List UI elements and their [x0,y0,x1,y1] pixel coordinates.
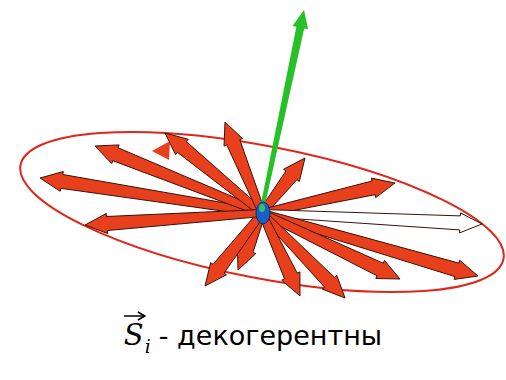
direction-arrowhead [152,141,170,160]
caption-line: Si - декогерентны [0,318,506,357]
spin-arrow [40,172,263,217]
spin-arrow [259,212,300,297]
vector-arrow-shaft [124,315,144,317]
caption-text: - декогерентны [159,320,382,351]
vector-arrow-head [138,312,145,320]
precession-ellipse [8,100,506,323]
nucleus-dot [256,202,270,224]
spin-arrow [205,211,265,286]
vector-symbol: S [124,318,144,352]
spin-arrow [85,210,262,234]
subscript-index: i [145,335,151,357]
net-magnetization-arrow [260,10,308,209]
net-vector [260,10,308,209]
spin-vectors [40,122,482,298]
spin-arrow [224,122,265,214]
nucleus-highlight [259,204,265,212]
spin-arrow [260,211,346,298]
